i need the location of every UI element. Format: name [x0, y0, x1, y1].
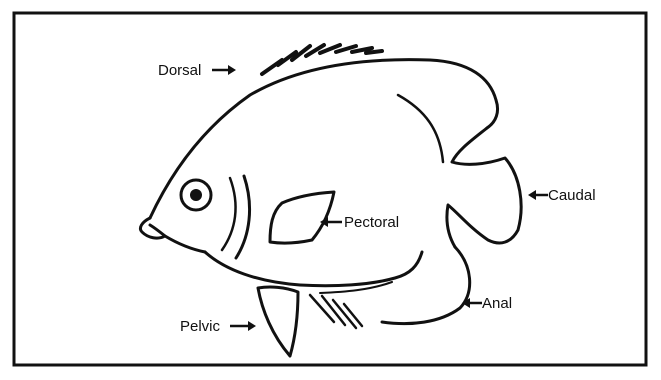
dorsal-fin [262, 45, 382, 74]
fish-drawing [140, 45, 521, 356]
fish-chin [165, 236, 205, 252]
fish-mouth [140, 218, 165, 238]
caudal-label: Caudal [548, 187, 596, 204]
gill-line-outer [236, 176, 250, 258]
dorsal-arrow-icon [212, 65, 236, 75]
anal-fin [382, 247, 470, 324]
pelvic-arrow-icon [230, 321, 256, 331]
gill-line-inner [222, 178, 236, 250]
caudal-arrow-icon [528, 190, 548, 200]
pectoral-label: Pectoral [344, 214, 399, 231]
dorsal-label: Dorsal [158, 62, 201, 79]
pelvic-label: Pelvic [180, 318, 221, 335]
pelvic-fin [258, 287, 298, 356]
anal-label: Anal [482, 295, 512, 312]
pelvic-fin-rays [310, 295, 362, 328]
fish-tail-inner-line [398, 95, 443, 162]
caudal-fin [447, 128, 521, 247]
pectoral-fin [270, 192, 334, 243]
fish-pupil [190, 189, 202, 201]
